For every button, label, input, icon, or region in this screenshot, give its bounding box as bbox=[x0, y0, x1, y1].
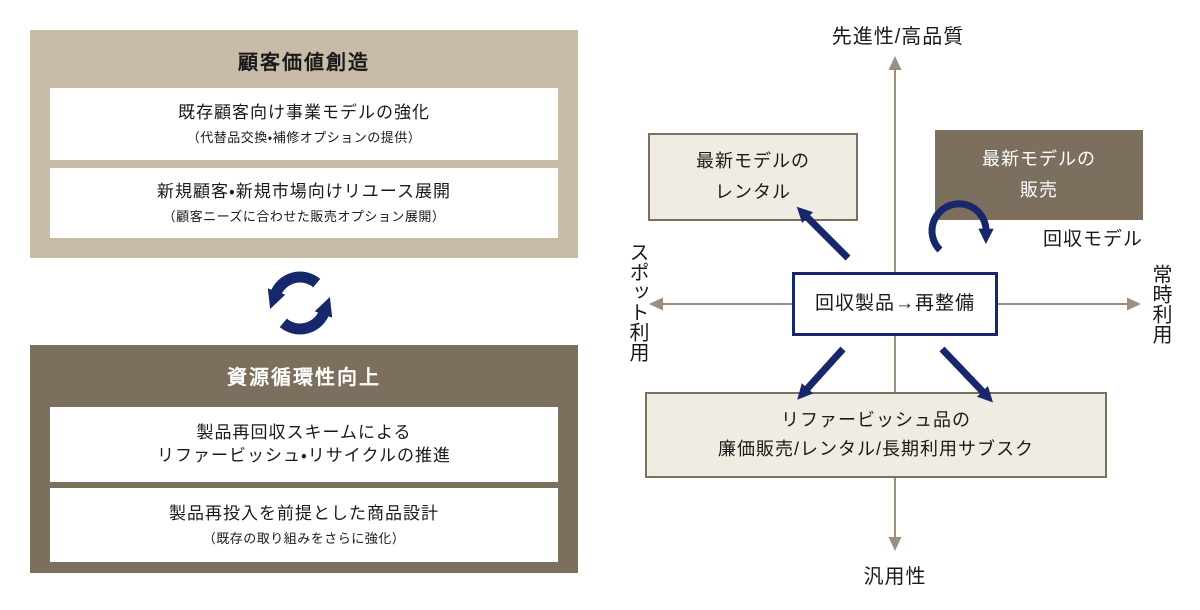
cycle-icon bbox=[267, 271, 333, 335]
recovered-product-label: 回収製品→再整備 bbox=[814, 292, 975, 314]
new-customer-main: 新規顧客・新規市場向けリユース展開 bbox=[157, 181, 451, 201]
axis-arrow-up-icon bbox=[888, 56, 902, 70]
customer-value-panel: 顧客価値創造 既存顧客向け事業モデルの強化 （代替品交換・補修オプションの提供）… bbox=[30, 30, 578, 258]
up-left-arrow bbox=[796, 206, 851, 261]
recollection-scheme-line2: リファービッシュ・リサイクルの推進 bbox=[157, 445, 451, 465]
sale-box-line1: 最新モデルの bbox=[982, 149, 1096, 170]
refurbished-line1: リファービッシュ品の bbox=[781, 410, 971, 431]
rental-box-line2: レンタル bbox=[715, 182, 791, 202]
down-left-arrow bbox=[797, 346, 846, 400]
axis-label-top: 先進性/高品質 bbox=[831, 26, 965, 48]
recovered-product-box: 回収製品→再整備 bbox=[792, 272, 998, 336]
down-right-arrow bbox=[939, 346, 994, 403]
latest-model-sale-box: 最新モデルの 販売 bbox=[935, 130, 1143, 220]
product-design-sub: （既存の取り組みをさらに強化） bbox=[202, 531, 406, 547]
product-design-main: 製品再投入を前提とした商品設計 bbox=[169, 503, 439, 523]
resource-circularity-panel: 資源循環性向上 製品再回収スキームによる リファービッシュ・リサイクルの推進 製… bbox=[30, 345, 578, 573]
refurbished-line2: 廉価販売/レンタル/長期利用サブスク bbox=[717, 439, 1034, 459]
existing-customer-main: 既存顧客向け事業モデルの強化 bbox=[178, 102, 430, 122]
axis-arrow-down-icon bbox=[888, 537, 902, 551]
product-design-item: 製品再投入を前提とした商品設計 （既存の取り組みをさらに強化） bbox=[50, 488, 558, 562]
axis-label-left: スポット利用 bbox=[626, 242, 648, 362]
axis-arrow-right-icon bbox=[1127, 297, 1141, 311]
axis-label-right: 常時利用 bbox=[1149, 264, 1171, 344]
new-customer-sub: （顧客ニーズに合わせた販売オプション展開） bbox=[162, 209, 446, 225]
new-customer-item: 新規顧客・新規市場向けリユース展開 （顧客ニーズに合わせた販売オプション展開） bbox=[50, 168, 558, 238]
existing-customer-item: 既存顧客向け事業モデルの強化 （代替品交換・補修オプションの提供） bbox=[50, 88, 558, 160]
recovery-model-label: 回収モデル bbox=[1043, 229, 1144, 250]
rental-box-line1: 最新モデルの bbox=[696, 151, 810, 172]
resource-circularity-title: 資源循環性向上 bbox=[227, 367, 381, 389]
refurbished-box: リファービッシュ品の 廉価販売/レンタル/長期利用サブスク bbox=[645, 392, 1107, 478]
latest-model-rental-box: 最新モデルの レンタル bbox=[648, 133, 858, 221]
recollection-scheme-item: 製品再回収スキームによる リファービッシュ・リサイクルの推進 bbox=[50, 407, 558, 482]
customer-value-title: 顧客価値創造 bbox=[238, 52, 370, 74]
axis-label-bottom: 汎用性 bbox=[863, 566, 927, 588]
existing-customer-sub: （代替品交換・補修オプションの提供） bbox=[186, 130, 422, 146]
recollection-scheme-line1: 製品再回収スキームによる bbox=[196, 422, 412, 442]
sale-box-line2: 販売 bbox=[1020, 180, 1058, 200]
